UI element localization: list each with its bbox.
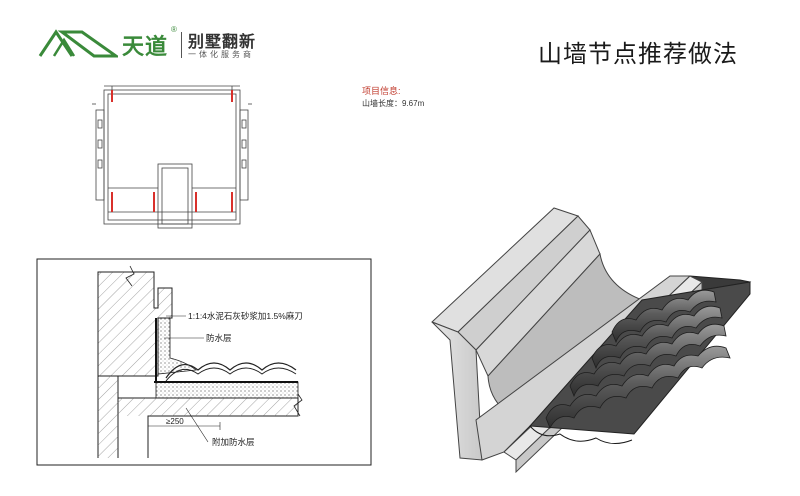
mortar-note: 1:1:4水泥石灰砂浆加1.5%麻刀 [188, 311, 303, 321]
project-info-label: 项目信息: [362, 86, 401, 96]
gable-wall-markers [111, 90, 233, 212]
brand-name: 天道 [122, 34, 169, 59]
brand-tagline: 一体化服务商 [188, 50, 254, 59]
brand-service: 别墅翻新 [188, 34, 257, 51]
gable-3d-render [431, 207, 752, 474]
floor-plan-drawing [92, 85, 252, 229]
extra-waterproof-label: 附加防水层 [212, 437, 255, 447]
house-logo-icon [38, 29, 118, 58]
logo-divider [181, 32, 182, 58]
registered-mark: ® [171, 25, 177, 34]
page-title: 山墙节点推荐做法 [538, 41, 738, 68]
waterproof-layer-label: 防水层 [206, 333, 232, 343]
brand-logo: 天道 ® 别墅翻新 一体化服务商 [38, 24, 288, 64]
wall-length-value: 山墙长度：9.67m [362, 99, 425, 108]
dimension-label: ≥250 [166, 417, 184, 426]
gable-section-detail: ≥250 1:1:4水泥石灰砂浆加1.5%麻刀 防水层 附加防水层 [36, 258, 372, 466]
